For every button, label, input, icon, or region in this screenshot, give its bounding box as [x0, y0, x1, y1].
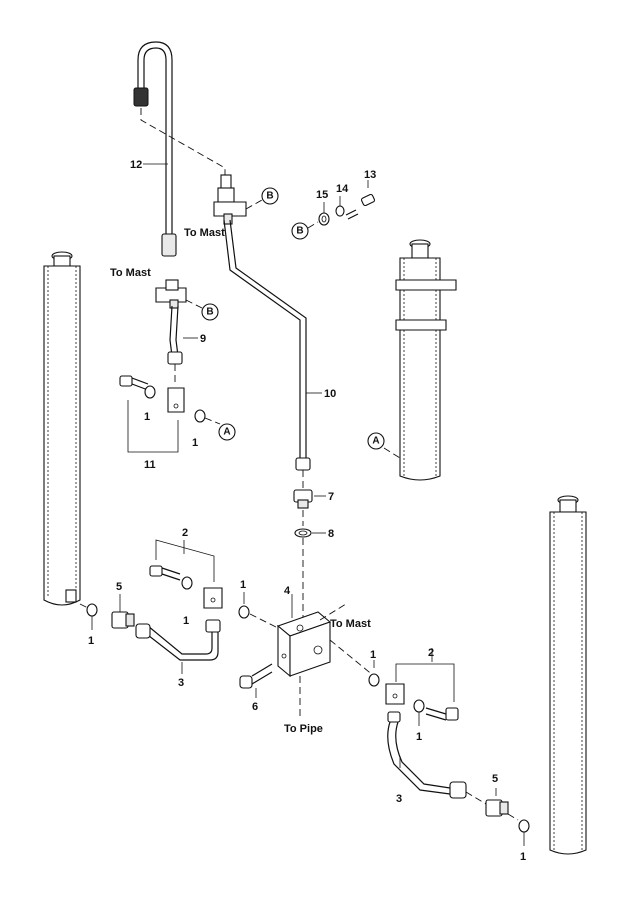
- note-to-mast-left: To Mast: [110, 267, 151, 279]
- part-number-1-c: 1: [240, 579, 246, 591]
- part-number-2-right: 2: [428, 647, 434, 659]
- ref-b-1-label: B: [266, 191, 273, 202]
- note-to-mast-upper: To Mast: [184, 227, 225, 239]
- ref-b-2-label: B: [296, 226, 303, 237]
- washer-15: [318, 202, 330, 226]
- o-ring-8: [294, 528, 312, 620]
- part-number-1-g: 1: [416, 731, 422, 743]
- part-number-12: 12: [130, 159, 142, 171]
- part-number-1-b: 1: [192, 437, 198, 449]
- fitting-5-left: [111, 594, 135, 629]
- bolt-13: [345, 180, 376, 220]
- washer-1-right-a: [368, 660, 380, 687]
- part-number-7: 7: [328, 491, 334, 503]
- bolt-6: [239, 663, 273, 698]
- fitting-group-2-right: [385, 663, 459, 726]
- part-number-1-f: 1: [370, 649, 376, 661]
- tube-3-right: [387, 711, 467, 799]
- ref-a-2: A: [367, 432, 385, 450]
- part-number-3-left: 3: [178, 677, 184, 689]
- part-number-1-d: 1: [183, 615, 189, 627]
- part-number-13: 13: [364, 169, 376, 181]
- washer-1-left: [86, 603, 98, 630]
- part-number-14: 14: [336, 183, 349, 195]
- ref-b-2: B: [291, 222, 309, 240]
- ref-a-1: A: [218, 423, 236, 441]
- bracket-fitting-left: [155, 279, 203, 309]
- part-number-4: 4: [284, 585, 291, 597]
- part-number-1-a: 1: [144, 411, 150, 423]
- part-number-9: 9: [200, 333, 206, 345]
- upper-bracket-fitting: [213, 174, 263, 225]
- washer-1-right-b: [507, 813, 530, 846]
- manifold-block-4: [249, 594, 375, 716]
- note-to-mast-block: To Mast: [330, 618, 371, 630]
- lower-right-cylinder: [549, 495, 587, 855]
- tube-10: [223, 219, 311, 490]
- ref-b-1: B: [261, 187, 279, 205]
- leader-lines: [143, 163, 433, 662]
- washer-14: [335, 196, 345, 217]
- note-to-pipe: To Pipe: [284, 723, 323, 735]
- left-cylinder: [43, 251, 81, 606]
- part-number-15: 15: [316, 189, 328, 201]
- part-number-11: 11: [144, 459, 156, 471]
- hose-12: [133, 41, 226, 257]
- fitting-7: [293, 489, 313, 526]
- tee-fitting-11: [119, 375, 221, 453]
- tube-3-left: [79, 603, 221, 674]
- ref-a-1-label: A: [223, 427, 230, 438]
- fitting-group-2-left: [149, 539, 250, 619]
- part-number-5-left: 5: [116, 581, 122, 593]
- part-number-3-right: 3: [396, 793, 402, 805]
- part-number-1-h: 1: [520, 851, 526, 863]
- part-number-1-e: 1: [88, 635, 94, 647]
- fitting-5-right: [465, 788, 509, 817]
- hose-9: [167, 305, 183, 384]
- part-number-10: 10: [324, 388, 336, 400]
- ref-a-2-label: A: [372, 436, 379, 447]
- ref-b-3-label: B: [206, 307, 213, 318]
- part-number-5-right: 5: [492, 773, 498, 785]
- part-number-2-left: 2: [182, 527, 188, 539]
- ref-b-3: B: [201, 303, 219, 321]
- part-number-8: 8: [328, 528, 334, 540]
- upper-right-cylinder: [383, 239, 457, 481]
- part-number-6: 6: [252, 701, 258, 713]
